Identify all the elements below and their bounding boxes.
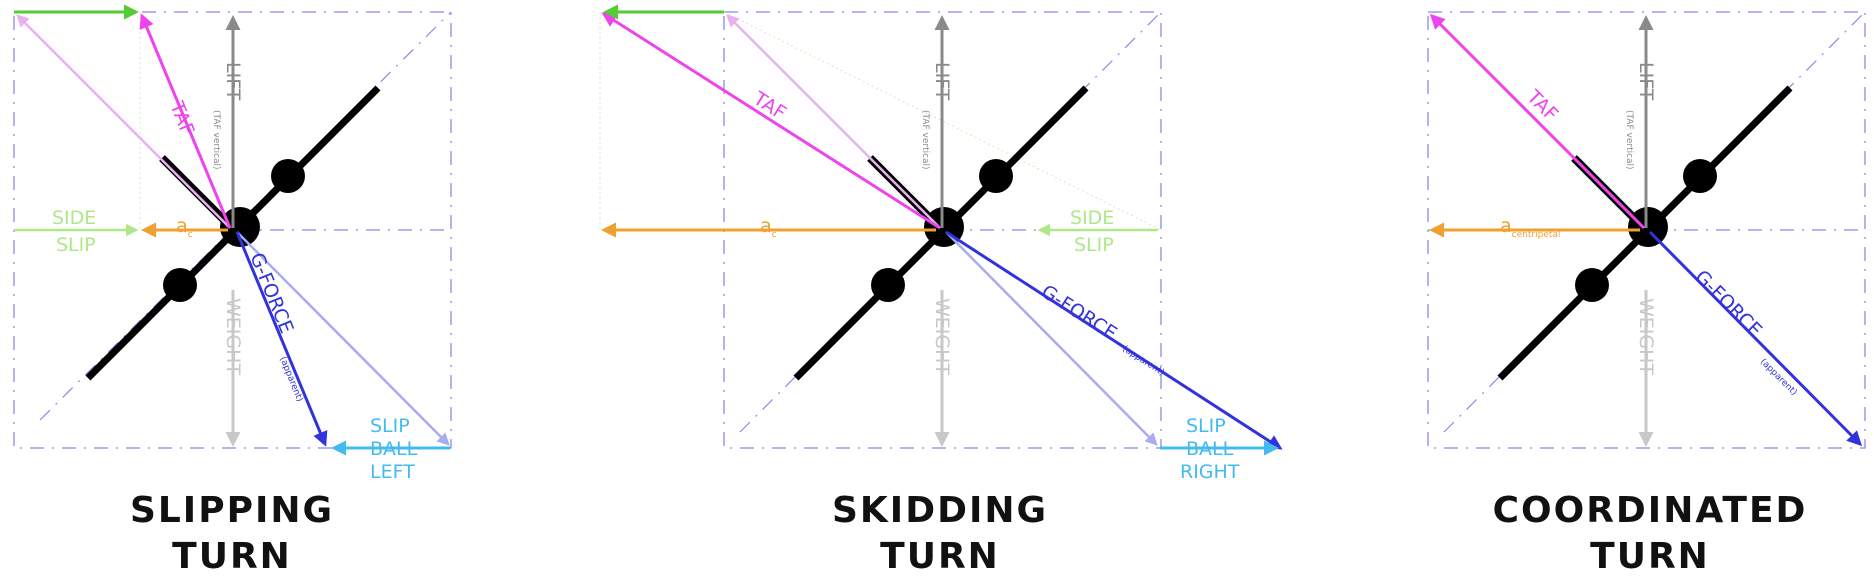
aircraft-fuselage: [220, 207, 260, 247]
panel-coordinated: LIFT (TAF vertical) WEIGHT TAF acentripe…: [1427, 11, 1866, 449]
slipball-label-3: LEFT: [370, 461, 415, 483]
taf-arrow: [139, 13, 232, 229]
taf-arrow: [601, 12, 941, 230]
caption-line-2: TURN: [1590, 536, 1710, 577]
slipball-label-2: BALL: [370, 438, 418, 460]
aircraft-wing-dark: [159, 155, 235, 231]
lift-label: LIFT: [931, 62, 953, 101]
taf-faint-arrow: [726, 14, 941, 229]
caption-line-1: COORDINATED: [1492, 490, 1808, 531]
sideslip-label-1: SIDE: [1070, 207, 1114, 229]
gforce-faint-arrow: [236, 231, 450, 446]
engine-upper: [979, 159, 1013, 193]
caption-line-1: SLIPPING: [129, 490, 335, 531]
aircraft-fuselage: [1628, 207, 1668, 247]
caption-skidding: SKIDDING TURN: [790, 488, 1090, 580]
caption-slipping: SLIPPING TURN: [82, 488, 382, 580]
sideslip-label-1: SIDE: [52, 207, 96, 229]
lift-sublabel: (TAF vertical): [920, 110, 930, 170]
caption-line-2: TURN: [172, 536, 292, 577]
gforce-faint-arrow: [945, 231, 1158, 446]
guide-diagonal: [723, 11, 1162, 231]
engine-lower: [163, 268, 197, 302]
panel-slipping: LIFT (TAF vertical) WEIGHT TAF SIDE SLIP…: [13, 4, 452, 483]
taf-faint-arrow: [16, 14, 231, 229]
centripetal-label: ac: [760, 215, 777, 240]
taf-arrow: [1429, 13, 1646, 230]
lift-sublabel: (TAF vertical): [211, 110, 221, 170]
caption-coordinated: COORDINATED TURN: [1470, 488, 1830, 580]
lift-label: LIFT: [222, 62, 244, 101]
slipball-label-3: RIGHT: [1180, 461, 1240, 483]
taf-label: TAF: [1522, 85, 1562, 125]
engine-lower: [871, 268, 905, 302]
gforce-label: G-FORCE: [245, 250, 297, 337]
centripetal-label: ac: [176, 215, 193, 240]
gforce-sublabel: (apparent): [1120, 344, 1166, 378]
lift-label: LIFT: [1635, 62, 1657, 101]
weight-label: WEIGHT: [222, 298, 244, 375]
gforce-arrow: [945, 230, 1283, 450]
sideslip-label-2: SLIP: [1074, 234, 1114, 256]
sideslip-label-2: SLIP: [56, 234, 96, 256]
taf-label: TAF: [165, 98, 199, 139]
gforce-arrow: [235, 231, 328, 447]
slipball-label-2: BALL: [1186, 438, 1234, 460]
caption-line-1: SKIDDING: [831, 490, 1049, 531]
panel-skidding: LIFT (TAF vertical) WEIGHT TAF SIDE SLIP…: [599, 4, 1283, 483]
gforce-arrow: [1648, 230, 1863, 447]
lift-sublabel: (TAF vertical): [1624, 110, 1634, 170]
gforce-label: G-FORCE: [1690, 266, 1766, 342]
engine-upper: [271, 159, 305, 193]
slipball-label-1: SLIP: [1186, 415, 1226, 437]
weight-label: WEIGHT: [931, 298, 953, 375]
weight-label: WEIGHT: [1635, 298, 1657, 375]
slipball-label-1: SLIP: [370, 415, 410, 437]
engine-upper: [1683, 159, 1717, 193]
centripetal-label: acentripetal: [1500, 215, 1560, 240]
caption-line-2: TURN: [880, 536, 1000, 577]
engine-lower: [1575, 268, 1609, 302]
